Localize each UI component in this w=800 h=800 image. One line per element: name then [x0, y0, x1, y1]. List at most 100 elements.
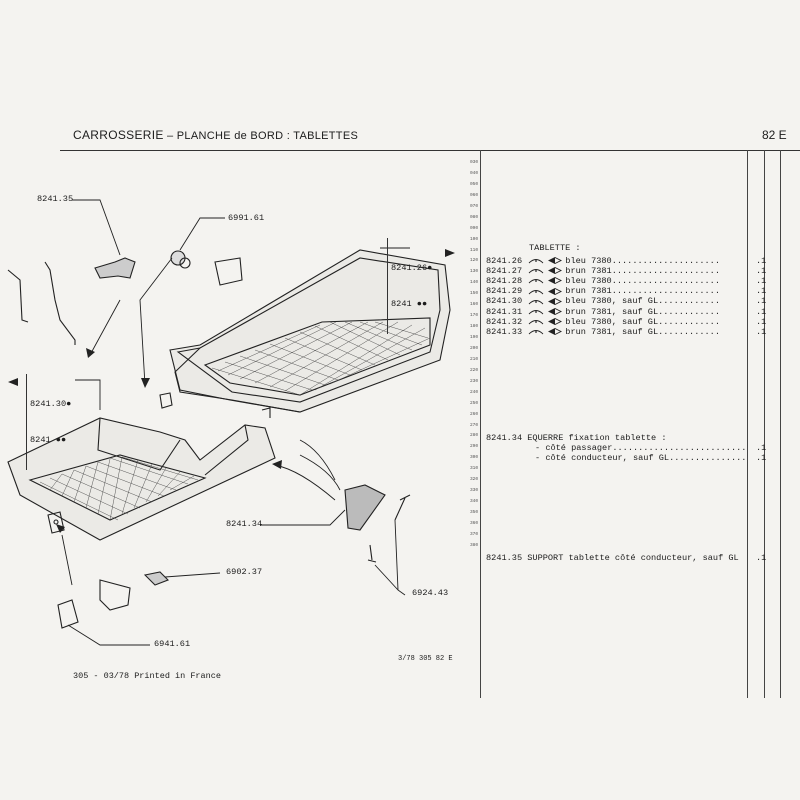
shelf-shape-icon: [527, 256, 565, 266]
ref-label-6924-43: 6924.43: [412, 588, 449, 598]
part-qty: .1: [756, 296, 767, 307]
ref-label-8241-26-group: 8241.26● 8241 ●●: [387, 238, 432, 334]
scale-tick: 030: [469, 160, 479, 165]
section-title: CARROSSERIE: [73, 128, 164, 142]
catalog-code: 3/78 305 82 E: [398, 655, 453, 663]
equerre-line: 8241.34 EQUERRE fixation tablette :: [486, 433, 667, 443]
scale-tick: 310: [469, 466, 479, 472]
scale-tick: 220: [469, 367, 479, 373]
scale-tick: 340: [469, 499, 479, 505]
print-info: 305 - 03/78 Printed in France: [73, 671, 221, 681]
part-ref: 8241.31: [486, 306, 523, 317]
ref-label-8241-35: 8241.35: [37, 194, 74, 204]
scale-tick: 380: [469, 542, 479, 548]
part-desc: bleu 7380, sauf GL............: [565, 296, 720, 307]
scale-tick: 280: [469, 433, 479, 439]
ref-label-8241-26: 8241.26●: [391, 263, 433, 273]
part-desc: bleu 7380, sauf GL............: [565, 316, 720, 327]
scale-tick: 100: [469, 236, 479, 242]
ref-label-8241-30: 8241.30●: [30, 399, 72, 409]
ref-label-6991-61: 6991.61: [228, 213, 265, 223]
parts-heading: TABLETTE :: [529, 243, 581, 253]
scale-tick: 080: [469, 214, 479, 220]
scale-tick: 370: [469, 531, 479, 537]
scale-tick: 290: [469, 444, 479, 450]
scale-tick: 050: [469, 181, 479, 187]
part-qty: .1: [756, 326, 767, 337]
scale-tick: 330: [469, 488, 479, 494]
scale-tick: 230: [469, 378, 479, 384]
parts-row: 8241.33 brun 7381, sauf GL............: [486, 327, 720, 337]
scale-tick: 130: [469, 269, 479, 275]
parts-row: 8241.32 bleu 7380, sauf GL............: [486, 317, 720, 327]
part-ref: 8241.28: [486, 276, 523, 287]
column-divider: [480, 150, 481, 698]
equerre-qty-conducteur: .1: [756, 453, 767, 463]
shelf-shape-icon: [527, 286, 565, 296]
part-ref: 8241.33: [486, 326, 523, 337]
scale-tick: 320: [469, 477, 479, 483]
parts-row: 8241.29 brun 7381.....................: [486, 286, 720, 296]
scale-tick: 190: [469, 335, 479, 340]
ref-label-8241-group-a: 8241 ●●: [391, 299, 428, 309]
title-dash: –: [167, 130, 174, 142]
scale-tick: 040: [469, 170, 479, 176]
support-qty: .1: [756, 553, 767, 563]
part-qty: .1: [756, 276, 767, 287]
parts-row: 8241.28 bleu 7380.....................: [486, 276, 720, 286]
shelf-shape-icon: [527, 307, 565, 317]
scale-tick: 260: [469, 411, 479, 417]
shelf-shape-icon: [527, 317, 565, 327]
part-qty: .1: [756, 306, 767, 317]
header-rule: [60, 150, 800, 151]
part-qty: .1: [756, 316, 767, 327]
column-divider: [747, 150, 748, 698]
scale-tick: 250: [469, 400, 479, 406]
ref-label-8241-34: 8241.34: [226, 519, 263, 529]
page-number: 82 E: [762, 128, 787, 142]
part-qty: .1: [756, 266, 767, 277]
scale-tick: 170: [469, 313, 479, 319]
part-ref: 8241.30: [486, 296, 523, 307]
scale-tick: 090: [469, 225, 479, 231]
scale-tick: 070: [469, 203, 479, 209]
shelf-shape-icon: [527, 296, 565, 306]
scale-tick: 150: [469, 291, 479, 297]
support-line: 8241.35 SUPPORT tablette côté conducteur…: [486, 553, 739, 563]
ref-label-8241-group-b: 8241 ●●: [30, 435, 67, 445]
parts-row: 8241.27 brun 7381.....................: [486, 266, 720, 276]
parts-row: 8241.30 bleu 7380, sauf GL............: [486, 296, 720, 306]
equerre-qty-passager: .1: [756, 443, 767, 453]
parts-row: 8241.31 brun 7381, sauf GL............: [486, 307, 720, 317]
page-title: CARROSSERIE – PLANCHE de BORD : TABLETTE…: [73, 128, 358, 142]
section-subtitle: PLANCHE de BORD : TABLETTES: [176, 130, 359, 142]
ref-label-8241-30-group: 8241.30● 8241 ●●: [26, 374, 71, 470]
part-qty: .1: [756, 286, 767, 297]
ref-label-6941-61: 6941.61: [154, 639, 191, 649]
part-desc: brun 7381, sauf GL............: [565, 306, 720, 317]
shelf-shape-icon: [527, 266, 565, 276]
part-desc: brun 7381, sauf GL............: [565, 326, 720, 337]
part-desc: bleu 7380.....................: [565, 256, 720, 266]
parts-row: 8241.26 bleu 7380.....................: [486, 256, 720, 266]
scale-tick: 160: [469, 302, 479, 308]
scale-tick: 360: [469, 520, 479, 526]
part-ref: 8241.29: [486, 286, 523, 297]
part-desc: bleu 7380.....................: [565, 276, 720, 287]
part-ref: 8241.27: [486, 266, 523, 277]
part-ref: 8241.32: [486, 316, 523, 327]
part-ref: 8241.26: [486, 256, 523, 266]
equerre-sub-conducteur: - côté conducteur, sauf GL..............…: [535, 453, 747, 463]
scale-tick: 350: [469, 510, 479, 515]
column-divider: [764, 150, 765, 698]
part-desc: brun 7381.....................: [565, 286, 720, 297]
scale-tick: 110: [469, 247, 479, 253]
scale-tick: 200: [469, 345, 479, 351]
scale-tick: 240: [469, 389, 479, 395]
scale-tick: 180: [469, 324, 479, 330]
column-divider: [780, 150, 781, 698]
scale-tick: 270: [469, 422, 479, 428]
